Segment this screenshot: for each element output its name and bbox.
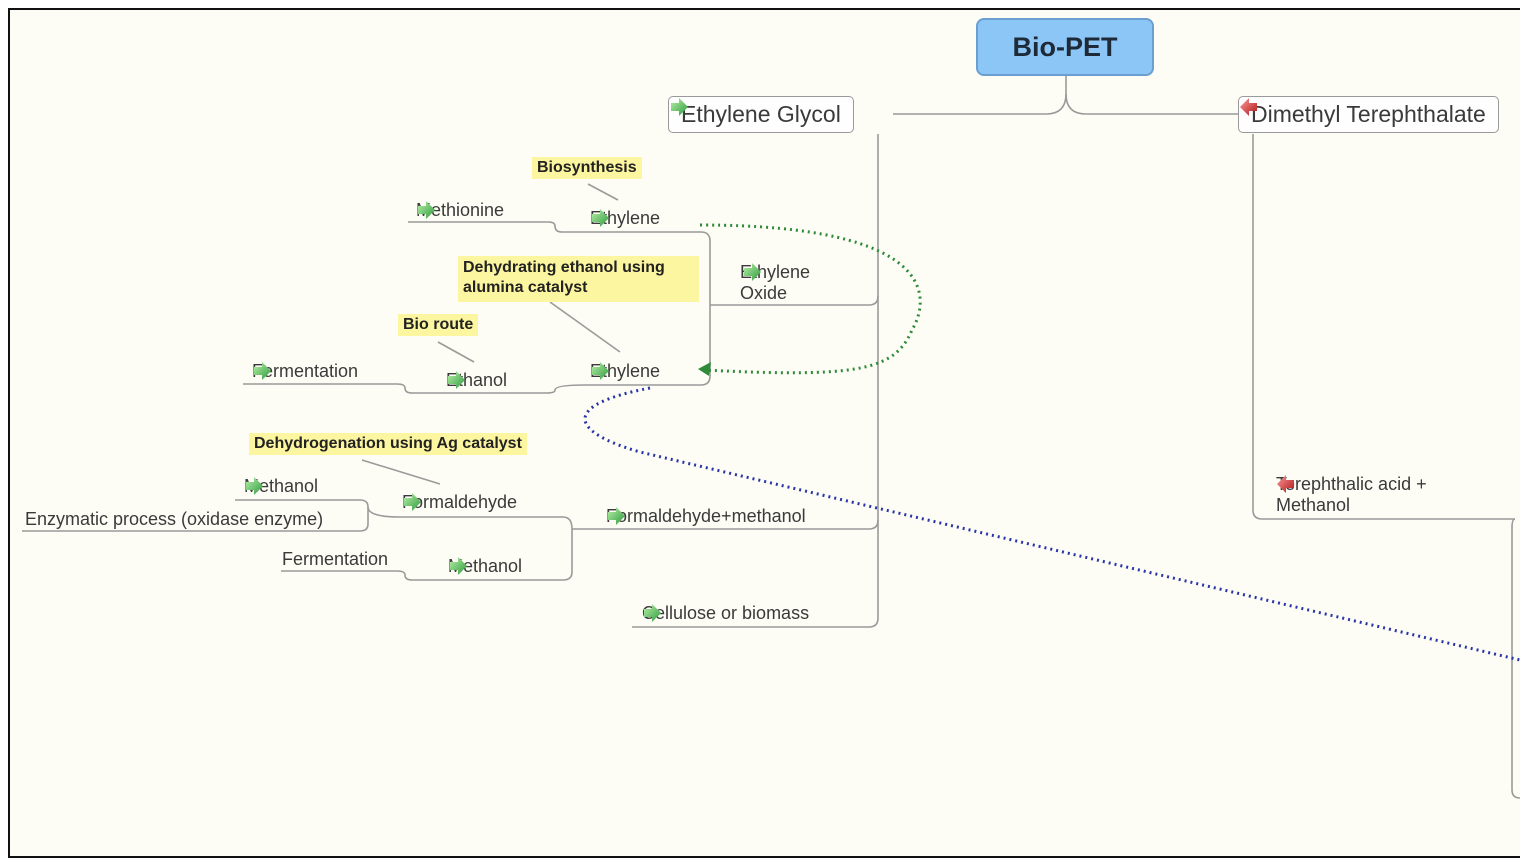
green-arrow-icon bbox=[671, 98, 688, 116]
link-methanol1 bbox=[235, 499, 401, 518]
green-arrow-icon bbox=[744, 263, 761, 281]
dmt-trunk bbox=[1252, 134, 1515, 520]
node-cellulose-biomass[interactable]: Cellulose or biomass bbox=[642, 603, 809, 624]
node-label: Fermentation bbox=[252, 361, 359, 381]
leader-bio-route bbox=[437, 341, 475, 363]
link-fermentation2 bbox=[281, 570, 413, 581]
node-formaldehyde[interactable]: Formaldehyde bbox=[402, 492, 517, 513]
leader-dehydrogenation bbox=[361, 459, 441, 485]
node-formaldehyde-methanol[interactable]: Formaldehyde+methanol bbox=[606, 506, 806, 527]
red-arrow-icon bbox=[1240, 98, 1257, 116]
node-label: Methanol bbox=[448, 556, 523, 576]
link-root-dmt bbox=[1065, 93, 1238, 115]
node-label: Methanol bbox=[244, 476, 319, 496]
eg-trunk bbox=[632, 134, 879, 628]
callout-dehydrogenation[interactable]: Dehydrogenation using Ag catalyst bbox=[249, 433, 527, 455]
callout-biosynthesis[interactable]: Biosynthesis bbox=[532, 157, 642, 179]
node-label: Ethylene bbox=[590, 361, 661, 381]
green-arrow-icon bbox=[608, 507, 625, 525]
leader-biosynthesis bbox=[587, 183, 619, 201]
link-formaldehyde bbox=[400, 516, 573, 530]
node-fermentation-methanol[interactable]: Fermentation bbox=[282, 549, 388, 570]
node-fermentation-ethanol[interactable]: Fermentation bbox=[252, 361, 358, 382]
green-arrow-icon bbox=[592, 209, 609, 227]
node-ethylene-top[interactable]: Ethylene bbox=[590, 208, 660, 229]
node-methionine[interactable]: Methionine bbox=[416, 200, 504, 221]
node-label: Cellulose or biomass bbox=[642, 603, 810, 623]
relationship-arrowhead bbox=[698, 362, 711, 376]
node-label: Ethylene bbox=[590, 208, 661, 228]
green-arrow-icon bbox=[592, 362, 609, 380]
node-ethylene-oxide[interactable]: Ethylene Oxide bbox=[740, 262, 862, 304]
callout-dehydrating-ethanol[interactable]: Dehydrating ethanol using alumina cataly… bbox=[458, 256, 699, 302]
relationship-blue bbox=[583, 386, 1520, 662]
callout-bio-route[interactable]: Bio route bbox=[398, 314, 479, 336]
branch-dimethyl-terephthalate[interactable]: Dimethyl Terephthalate bbox=[1238, 96, 1499, 133]
green-arrow-icon bbox=[246, 477, 263, 495]
fm-subtrunk bbox=[412, 529, 573, 581]
node-ethanol[interactable]: Ethanol bbox=[446, 370, 507, 391]
node-methanol-fermentation[interactable]: Methanol bbox=[448, 556, 522, 577]
node-ethylene-mid[interactable]: Ethylene bbox=[590, 361, 660, 382]
node-label: Formaldehyde+methanol bbox=[606, 506, 806, 526]
node-terephthalic-acid-methanol[interactable]: Terephthalic acid + Methanol bbox=[1276, 474, 1496, 516]
node-label: Ethanol bbox=[446, 370, 508, 390]
link-methionine bbox=[408, 221, 563, 233]
link-enzymatic bbox=[22, 507, 369, 532]
eo-subtrunk bbox=[585, 241, 711, 386]
node-label: Ethylene Oxide bbox=[740, 262, 811, 303]
node-label: Enzymatic process (oxidase enzyme) bbox=[25, 509, 324, 529]
link-fm bbox=[572, 519, 879, 530]
link-ethanol bbox=[412, 384, 586, 394]
central-topic[interactable]: Bio-PET bbox=[976, 18, 1154, 76]
node-label: Formaldehyde bbox=[402, 492, 518, 512]
branch-ethylene-glycol[interactable]: Ethylene Glycol bbox=[668, 96, 854, 133]
green-arrow-icon bbox=[254, 362, 271, 380]
node-label: Methionine bbox=[416, 200, 505, 220]
leader-dehydrating bbox=[549, 301, 621, 353]
branch-label: Ethylene Glycol bbox=[681, 101, 841, 127]
branch-label: Dimethyl Terephthalate bbox=[1251, 101, 1486, 127]
green-arrow-icon bbox=[404, 493, 421, 511]
node-label: Fermentation bbox=[282, 549, 389, 569]
link-root-eg bbox=[893, 76, 1067, 115]
link-eo bbox=[710, 295, 879, 306]
red-arrow-icon bbox=[1277, 475, 1294, 493]
relationship-ethylene-green bbox=[699, 223, 922, 375]
green-arrow-icon bbox=[418, 201, 435, 219]
link-fermentation1 bbox=[243, 383, 413, 394]
green-arrow-icon bbox=[644, 604, 661, 622]
link-ethylene-top bbox=[562, 231, 711, 242]
node-enzymatic-process[interactable]: Enzymatic process (oxidase enzyme) bbox=[25, 509, 323, 530]
green-arrow-icon bbox=[450, 557, 467, 575]
node-methanol-dehydrogenation[interactable]: Methanol bbox=[244, 476, 318, 497]
green-arrow-icon bbox=[448, 371, 465, 389]
node-label: Terephthalic acid + Methanol bbox=[1276, 474, 1427, 515]
